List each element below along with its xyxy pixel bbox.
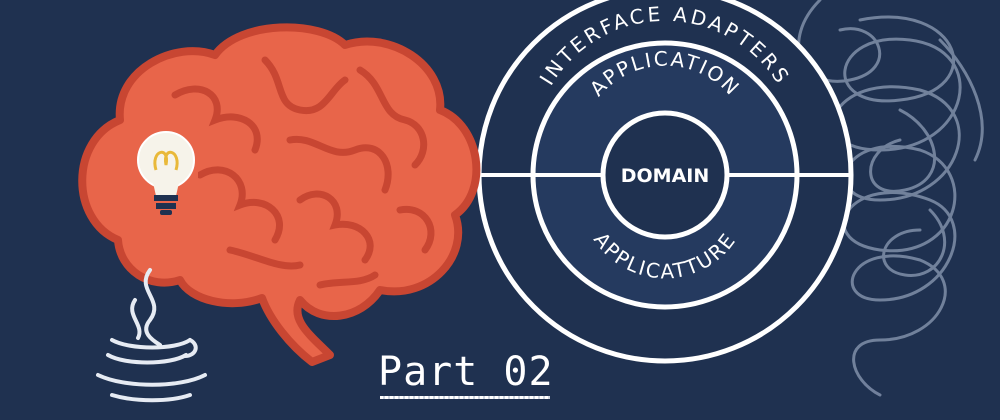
lightbulb-icon (132, 120, 198, 216)
part-title: Part 02 (378, 349, 554, 395)
title-underline (380, 396, 550, 399)
clean-architecture-diagram (476, 0, 854, 364)
scribble-icon (797, 0, 984, 397)
center-domain-label: DOMAIN (621, 165, 710, 187)
java-coffee-icon (96, 268, 207, 403)
